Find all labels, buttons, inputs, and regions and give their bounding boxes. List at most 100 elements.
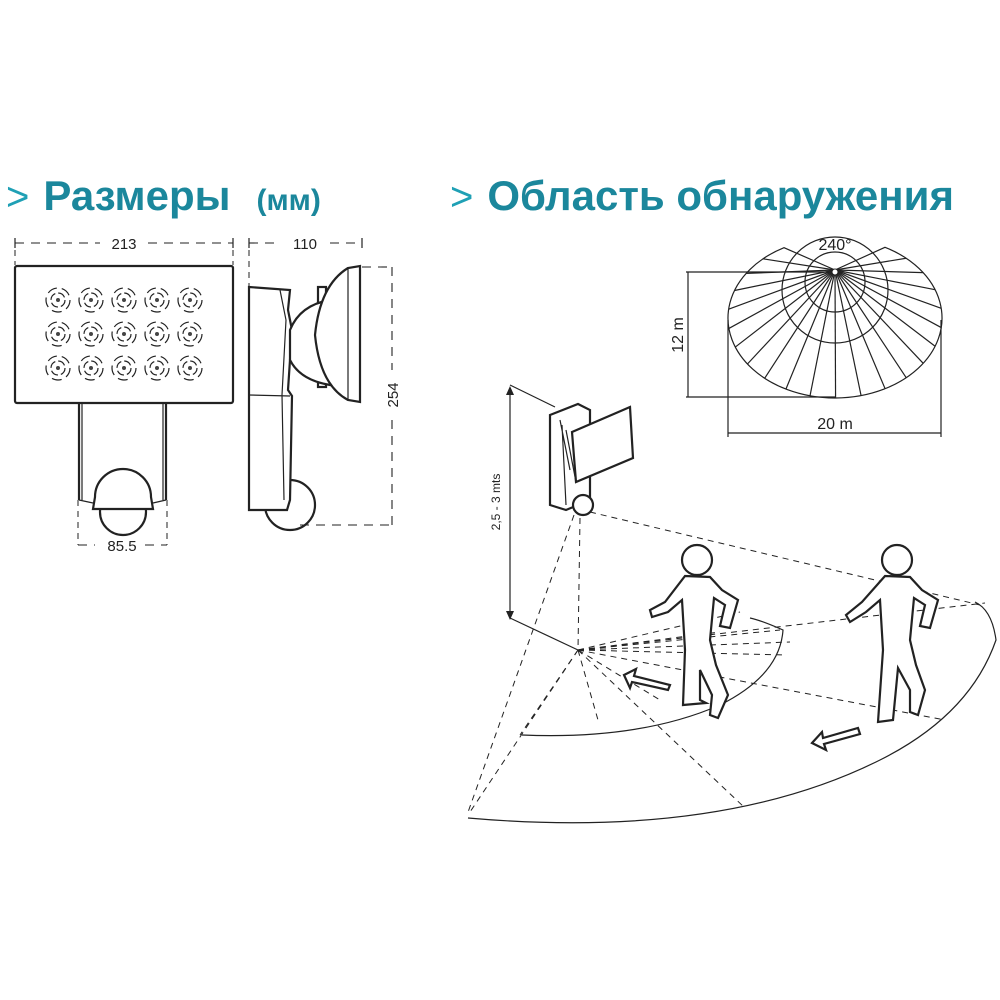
led-ring: [182, 292, 198, 308]
led-icon: [188, 298, 192, 302]
led-ring: [83, 292, 99, 308]
led-ring: [111, 321, 137, 347]
lamp-reflector: [313, 264, 362, 404]
detection-ray: [577, 649, 661, 701]
led-icon: [89, 366, 93, 370]
detection-ray: [577, 602, 986, 651]
detection-ray: [577, 629, 781, 651]
led-icon: [155, 298, 159, 302]
side-view: 110 254: [247, 236, 402, 532]
led-ring: [149, 326, 165, 342]
led-ring: [50, 326, 66, 342]
led-ring: [177, 355, 203, 381]
led-icon: [89, 332, 93, 336]
chevron-right-icon: >: [450, 175, 474, 219]
led-icon: [122, 332, 126, 336]
led-ring: [182, 326, 198, 342]
detection-ray: [834, 269, 942, 309]
led-ring: [50, 292, 66, 308]
led-icon: [122, 298, 126, 302]
led-icon: [56, 366, 60, 370]
detection-ray: [577, 649, 746, 809]
detection-ray: [809, 269, 836, 396]
led-ring: [149, 292, 165, 308]
led-ring: [111, 287, 137, 313]
led-icon: [56, 298, 60, 302]
led-ring: [45, 321, 71, 347]
chevron-right-icon: >: [6, 175, 30, 219]
sensor-origin-icon: [831, 268, 839, 276]
detection-ray: [734, 269, 836, 292]
detection-ray: [834, 269, 837, 399]
detection-ray: [834, 257, 907, 271]
installation-scene: 2,5 - 3 mts: [466, 384, 997, 824]
led-icon: [89, 298, 93, 302]
led-ring: [111, 355, 137, 381]
detection-ray: [834, 269, 924, 364]
range-depth-label: 12 m: [670, 317, 687, 353]
led-grid: [45, 287, 203, 381]
led-ring: [144, 287, 170, 313]
motion-arrow-icon: [810, 726, 862, 753]
led-ring: [78, 355, 104, 381]
detection-ray: [834, 269, 886, 389]
detection-ray: [577, 611, 741, 651]
detection-title: Область обнаружения: [487, 172, 954, 219]
led-ring: [116, 360, 132, 376]
width-label: 213: [111, 236, 136, 253]
led-icon: [188, 366, 192, 370]
person-right: [844, 543, 940, 724]
detection-ray: [747, 269, 836, 365]
height-label: 254: [385, 382, 402, 407]
detection-ray: [728, 269, 836, 310]
range-width-label: 20 m: [817, 416, 853, 433]
detection-ray: [834, 269, 936, 291]
led-ring: [116, 292, 132, 308]
detection-ray: [785, 269, 836, 390]
detection-ray: [519, 649, 579, 736]
depth-label: 110: [293, 236, 317, 253]
led-ring: [177, 321, 203, 347]
led-ring: [144, 321, 170, 347]
detection-ray: [734, 269, 836, 348]
detection-ray: [834, 269, 924, 274]
front-view: 213 85.5: [13, 236, 235, 555]
mount-height-label: 2,5 - 3 mts: [489, 474, 503, 531]
motion-arrow-icon: [622, 666, 672, 692]
led-ring: [83, 326, 99, 342]
detection-ray: [469, 649, 579, 813]
led-ring: [45, 287, 71, 313]
led-icon: [155, 366, 159, 370]
person-left: [648, 543, 740, 720]
led-ring: [144, 355, 170, 381]
detection-ray: [577, 641, 791, 651]
detection-pattern: 240° 12 m 20 m: [670, 236, 943, 437]
angle-label: 240°: [818, 237, 851, 254]
led-icon: [56, 332, 60, 336]
detection-ray: [834, 269, 907, 379]
led-ring: [177, 287, 203, 313]
detection-ray: [834, 269, 862, 396]
detection-ray: [762, 258, 836, 271]
lamp-device: [548, 402, 635, 517]
led-ring: [149, 360, 165, 376]
led-ring: [78, 321, 104, 347]
detection-heading: > Область обнаружения: [450, 172, 954, 220]
led-ring: [45, 355, 71, 381]
bracket-width-label: 85.5: [107, 538, 136, 555]
detection-outline: [727, 246, 943, 399]
led-ring: [83, 360, 99, 376]
detection-ray: [834, 269, 942, 329]
led-ring: [50, 360, 66, 376]
led-ring: [182, 360, 198, 376]
led-ring: [78, 287, 104, 313]
detection-ray: [764, 269, 836, 379]
led-icon: [155, 332, 159, 336]
detection-ray: [577, 649, 786, 656]
dimensions-title: Размеры: [43, 172, 231, 219]
detection-ray: [746, 269, 836, 274]
detection-ray: [577, 649, 599, 721]
detection-ray: [834, 269, 936, 347]
led-icon: [122, 366, 126, 370]
